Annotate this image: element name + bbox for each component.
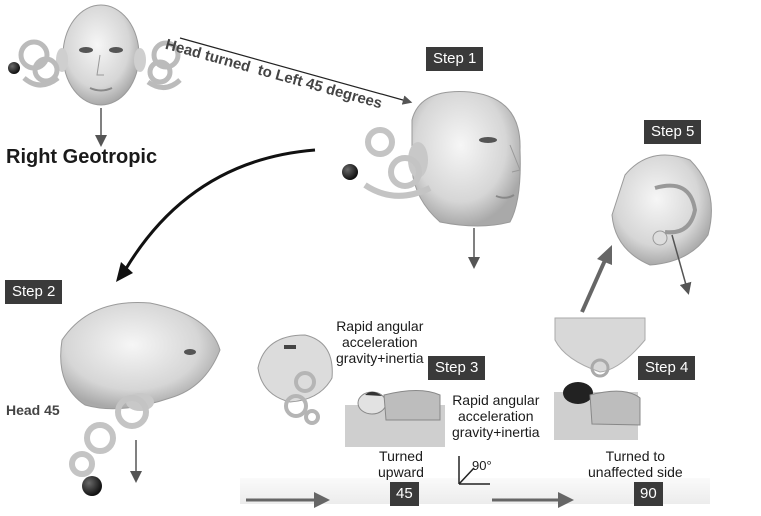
arrow-to-step5	[580, 257, 608, 313]
gravity-arrow	[671, 234, 692, 295]
caption-line: Turned to	[605, 448, 666, 464]
head-45-label: Head 45	[6, 402, 60, 418]
caption-line: upward	[378, 464, 424, 480]
caption-line: gravity+inertia	[336, 350, 424, 366]
step-4-badge: Step 4	[638, 356, 696, 380]
inner-ear-step1	[363, 127, 432, 199]
caption-line: acceleration	[458, 408, 534, 424]
patient-lying-step4	[554, 382, 641, 440]
angle-label: 90°	[472, 458, 492, 473]
head-front-view	[56, 4, 146, 106]
head-step1	[408, 91, 521, 227]
value-90-badge: 90	[634, 482, 663, 506]
step-2-badge: Step 2	[5, 280, 63, 304]
step-5-badge: Step 5	[644, 120, 702, 144]
value-45-badge: 45	[390, 482, 419, 506]
title-right-geotropic: Right Geotropic	[6, 146, 158, 168]
otoconia-ball	[8, 62, 20, 74]
turned-unaffected-caption: Turned to unaffected side	[588, 448, 683, 480]
inner-ear-left	[18, 39, 60, 88]
inner-ear-step2	[69, 395, 149, 477]
caption-line: Rapid angular	[452, 392, 540, 408]
patient-lying-step3	[345, 390, 445, 447]
head-step4-vertex	[554, 317, 646, 378]
caption-line: unaffected side	[588, 464, 683, 480]
caption-line: Turned	[379, 448, 423, 464]
inner-ear-step3	[284, 371, 320, 425]
rotation-arrow	[179, 37, 413, 105]
otoconia-ball	[342, 164, 358, 180]
head-step3-profile	[257, 334, 333, 403]
head-step2	[60, 301, 221, 411]
caption-line: acceleration	[342, 334, 418, 350]
rapid-acceleration-caption-1: Rapid angular acceleration gravity+inert…	[336, 318, 424, 366]
curved-arrow	[122, 148, 316, 273]
otoconia-ball	[82, 476, 102, 496]
step-1-badge: Step 1	[426, 47, 484, 71]
head-step5	[611, 154, 712, 266]
step-3-badge: Step 3	[428, 356, 486, 380]
angle-marker-90	[458, 456, 490, 485]
caption-line: gravity+inertia	[452, 424, 540, 440]
turned-upward-caption: Turned upward	[378, 448, 424, 480]
inner-ear-right	[146, 40, 182, 90]
rapid-acceleration-caption-2: Rapid angular acceleration gravity+inert…	[452, 392, 540, 440]
caption-line: Rapid angular	[336, 318, 424, 334]
